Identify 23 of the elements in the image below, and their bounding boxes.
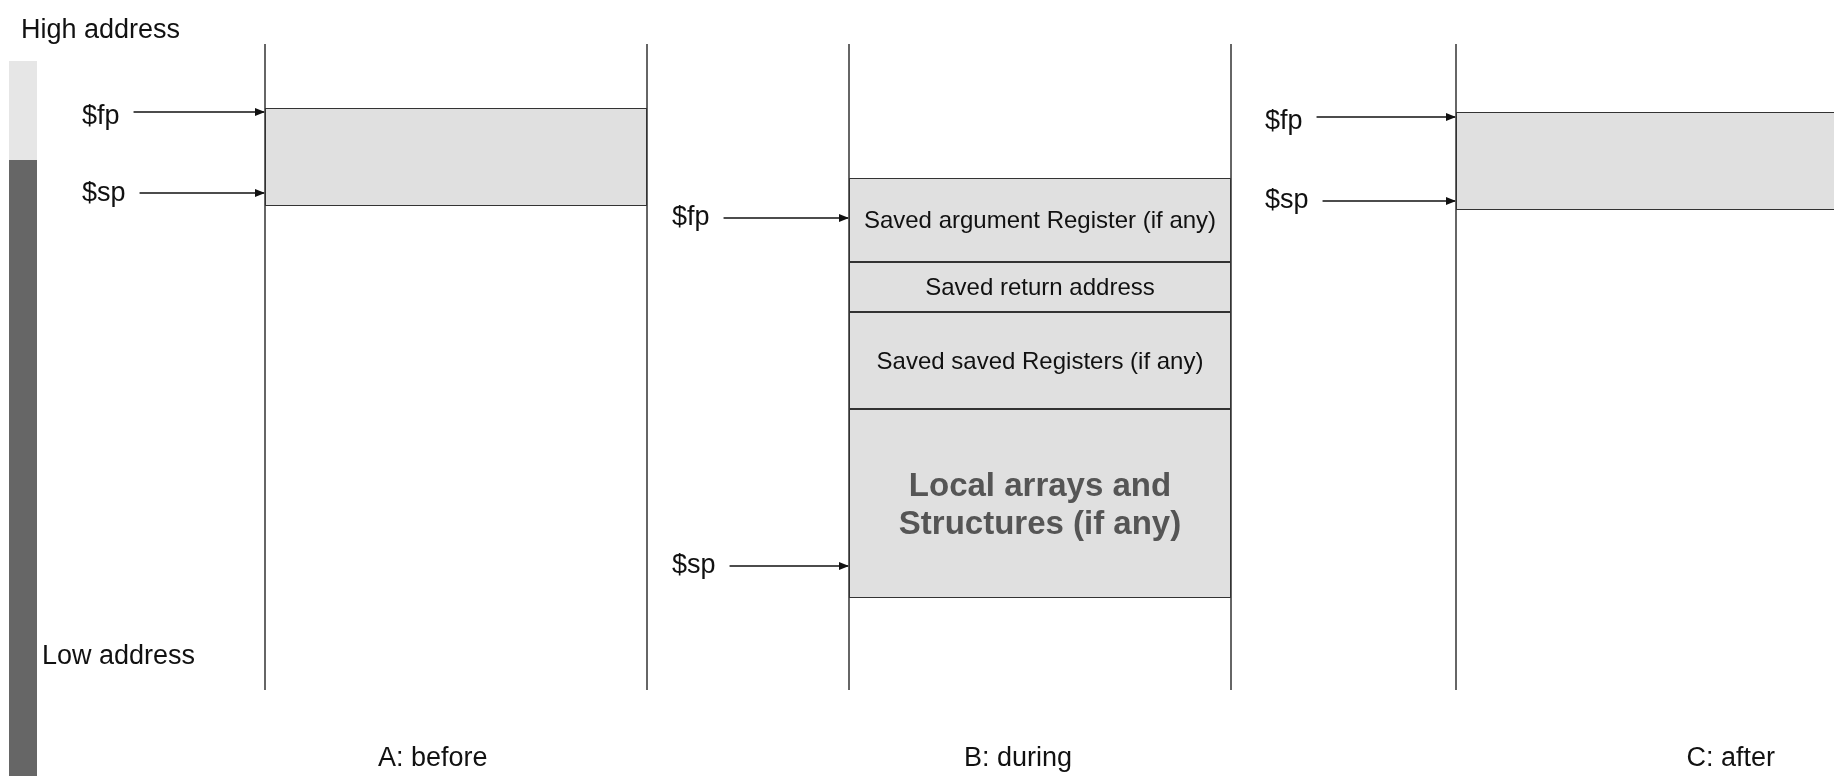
register-label: $fp: [672, 201, 710, 232]
arrow: [1315, 113, 1456, 121]
arrow: [138, 189, 265, 197]
stack-frame-slot: Local arrays and Structures (if any): [849, 409, 1231, 598]
diagram-caption: B: during: [964, 742, 1073, 773]
register-label: $fp: [1265, 105, 1303, 136]
arrow: [722, 214, 849, 222]
stack-frame-slot: Saved argument Register (if any): [849, 178, 1231, 262]
stack-frame-slot: Saved return address: [849, 262, 1231, 312]
memory-block: [1456, 112, 1834, 210]
axis-label: High address: [21, 14, 181, 45]
arrow: [132, 108, 265, 116]
register-label: $sp: [1265, 184, 1309, 215]
register-label: $fp: [82, 100, 120, 131]
arrow: [1321, 197, 1456, 205]
memory-block: [265, 108, 647, 206]
axis-label: Low address: [42, 640, 196, 671]
register-label: $sp: [82, 177, 126, 208]
register-label: $sp: [672, 549, 716, 580]
arrow: [728, 562, 849, 570]
diagram-caption: A: before: [378, 742, 488, 773]
diagram-caption: C: after: [1686, 742, 1776, 773]
stack-frame-slot: Saved saved Registers (if any): [849, 312, 1231, 409]
